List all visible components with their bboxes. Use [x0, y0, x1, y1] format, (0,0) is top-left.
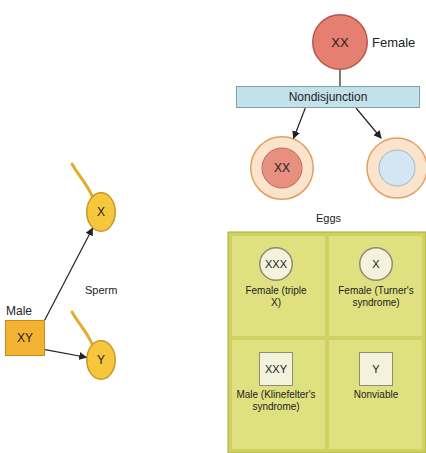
node-label: Nondisjunction — [289, 90, 368, 104]
node-label: XX — [331, 35, 348, 50]
process-box: Nondisjunction — [236, 86, 420, 108]
punnett-panel — [228, 232, 426, 453]
node-description: Female (Turner's syndrome) — [331, 285, 421, 309]
punnett-cell — [329, 340, 422, 449]
offspring-circle: XXXFemale (triple X) — [259, 247, 293, 281]
node-label: XXY — [265, 363, 287, 375]
node-description: Nonviable — [336, 389, 416, 401]
egg-nucleus — [379, 150, 415, 186]
punnett-cell — [232, 340, 325, 449]
node-description: Male (Klinefelter's syndrome) — [236, 389, 316, 413]
sperm-tail — [72, 164, 92, 196]
punnett-cell — [232, 236, 325, 336]
sperm-tail — [72, 312, 92, 344]
node-label: Y — [372, 363, 379, 375]
node-label: Y — [97, 353, 105, 367]
diagram-label: Eggs — [316, 212, 341, 224]
node-label: X — [372, 258, 379, 270]
arrow — [356, 108, 381, 138]
node-description: Female (triple X) — [241, 285, 311, 309]
chromosome-cell: XXFemale — [312, 14, 368, 70]
punnett-cell — [329, 236, 422, 336]
offspring-square: YNonviable — [359, 352, 393, 386]
arrow — [294, 108, 306, 138]
offspring-circle: XFemale (Turner's syndrome) — [359, 247, 393, 281]
connector-line — [339, 70, 340, 86]
diagram-label: Sperm — [85, 284, 117, 296]
arrow — [45, 228, 93, 320]
node-caption: Male — [6, 304, 32, 318]
egg-cell: XX — [250, 136, 314, 200]
node-label: XXX — [265, 258, 287, 270]
sperm-head: X — [86, 192, 116, 232]
parent-box: MaleXY — [5, 320, 45, 356]
sperm-head: Y — [86, 340, 116, 380]
offspring-square: XXYMale (Klinefelter's syndrome) — [259, 352, 293, 386]
node-caption: Female — [372, 35, 415, 50]
node-label: XY — [17, 331, 33, 345]
node-label: X — [97, 205, 105, 219]
arrow — [45, 350, 86, 358]
node-label: XX — [274, 161, 290, 175]
egg-cell — [367, 138, 426, 198]
